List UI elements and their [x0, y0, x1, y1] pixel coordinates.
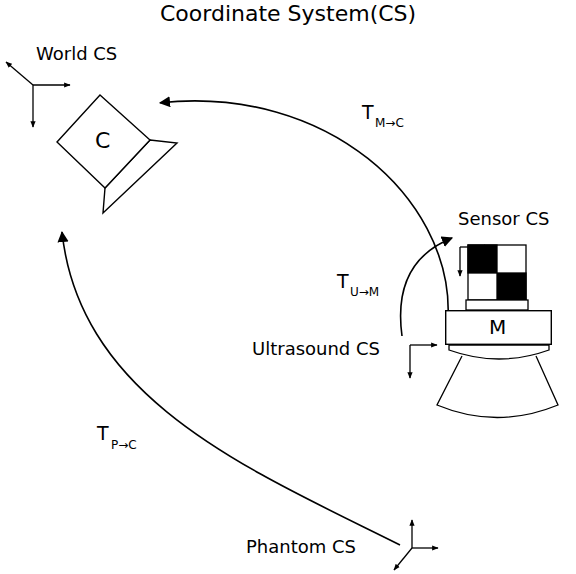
transform-subscript: U→M — [350, 286, 379, 300]
transform-subscript: M→C — [375, 117, 404, 131]
transform-arrow — [62, 232, 400, 545]
transform-arrow — [160, 101, 448, 310]
diagram-title: Coordinate System(CS) — [160, 1, 416, 26]
node-outline — [55, 93, 180, 215]
transform-label: T — [97, 423, 109, 445]
transform-label: T — [362, 102, 374, 124]
world-axes — [6, 62, 70, 127]
node-text: M — [489, 317, 506, 337]
camera-node: C — [55, 93, 180, 215]
transform-label: T — [337, 271, 349, 293]
cs-label: Sensor CS — [458, 209, 549, 230]
probe-box: M — [445, 310, 552, 345]
cs-label: Phantom CS — [246, 537, 356, 558]
phantom-axes — [394, 520, 438, 570]
transform-subscript: P→C — [111, 439, 137, 453]
cs-label: World CS — [36, 44, 117, 65]
cs-label: Ultrasound CS — [252, 339, 380, 360]
transform-arrow — [401, 238, 452, 336]
checkerboard-marker — [466, 245, 528, 310]
node-text: C — [95, 130, 110, 152]
ultrasound-fan — [437, 345, 558, 418]
ultrasound-axes — [410, 345, 437, 378]
